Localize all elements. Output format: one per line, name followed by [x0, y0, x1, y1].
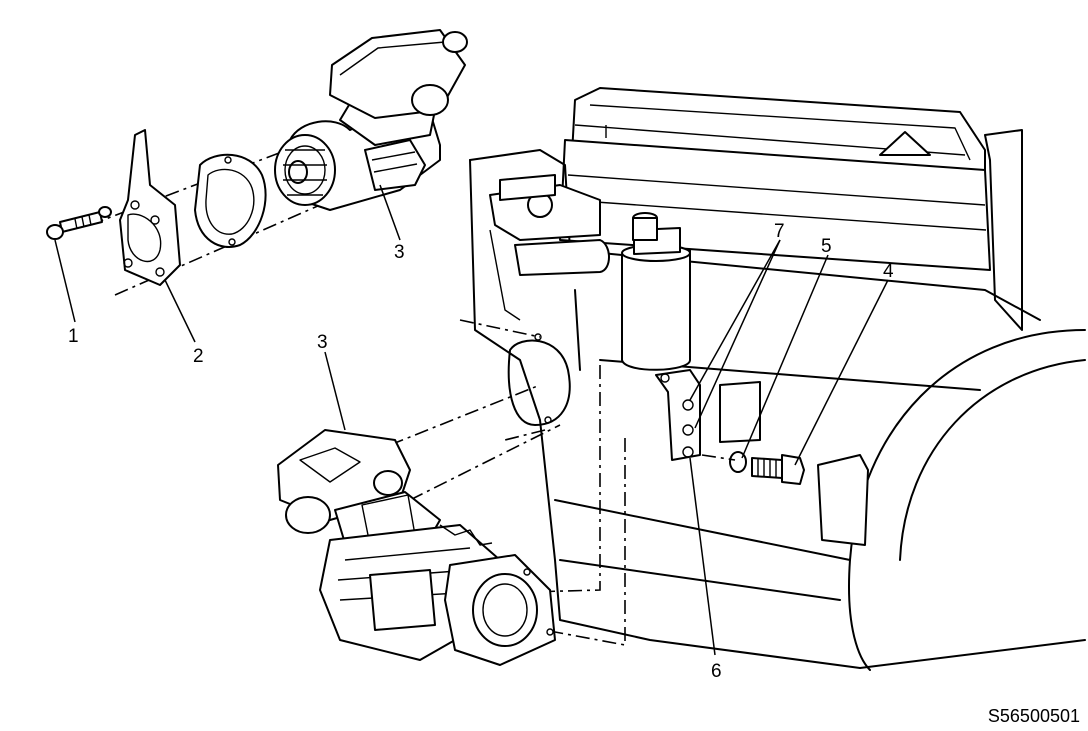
lower-pump	[277, 429, 556, 666]
callout-6: 6	[711, 661, 722, 682]
callout-2: 2	[193, 346, 204, 367]
callout-5: 5	[821, 236, 832, 257]
leader-lines	[54, 184, 889, 656]
upper-exploded-view	[46, 29, 468, 286]
callout-1: 1	[68, 326, 79, 347]
engine-block	[469, 87, 1086, 671]
callout-7: 7	[774, 221, 785, 242]
figure-id: S56500501	[987, 706, 1080, 726]
callout-4: 4	[883, 261, 894, 282]
callout-labels: 1 2 3 3 4 5 6 7	[68, 221, 894, 682]
mounting-hardware	[701, 451, 805, 485]
callout-3-upper: 3	[394, 242, 405, 263]
bolt-head-icon	[781, 454, 805, 485]
callout-3-lower: 3	[317, 332, 328, 353]
bolt-thread-icon	[751, 457, 783, 479]
